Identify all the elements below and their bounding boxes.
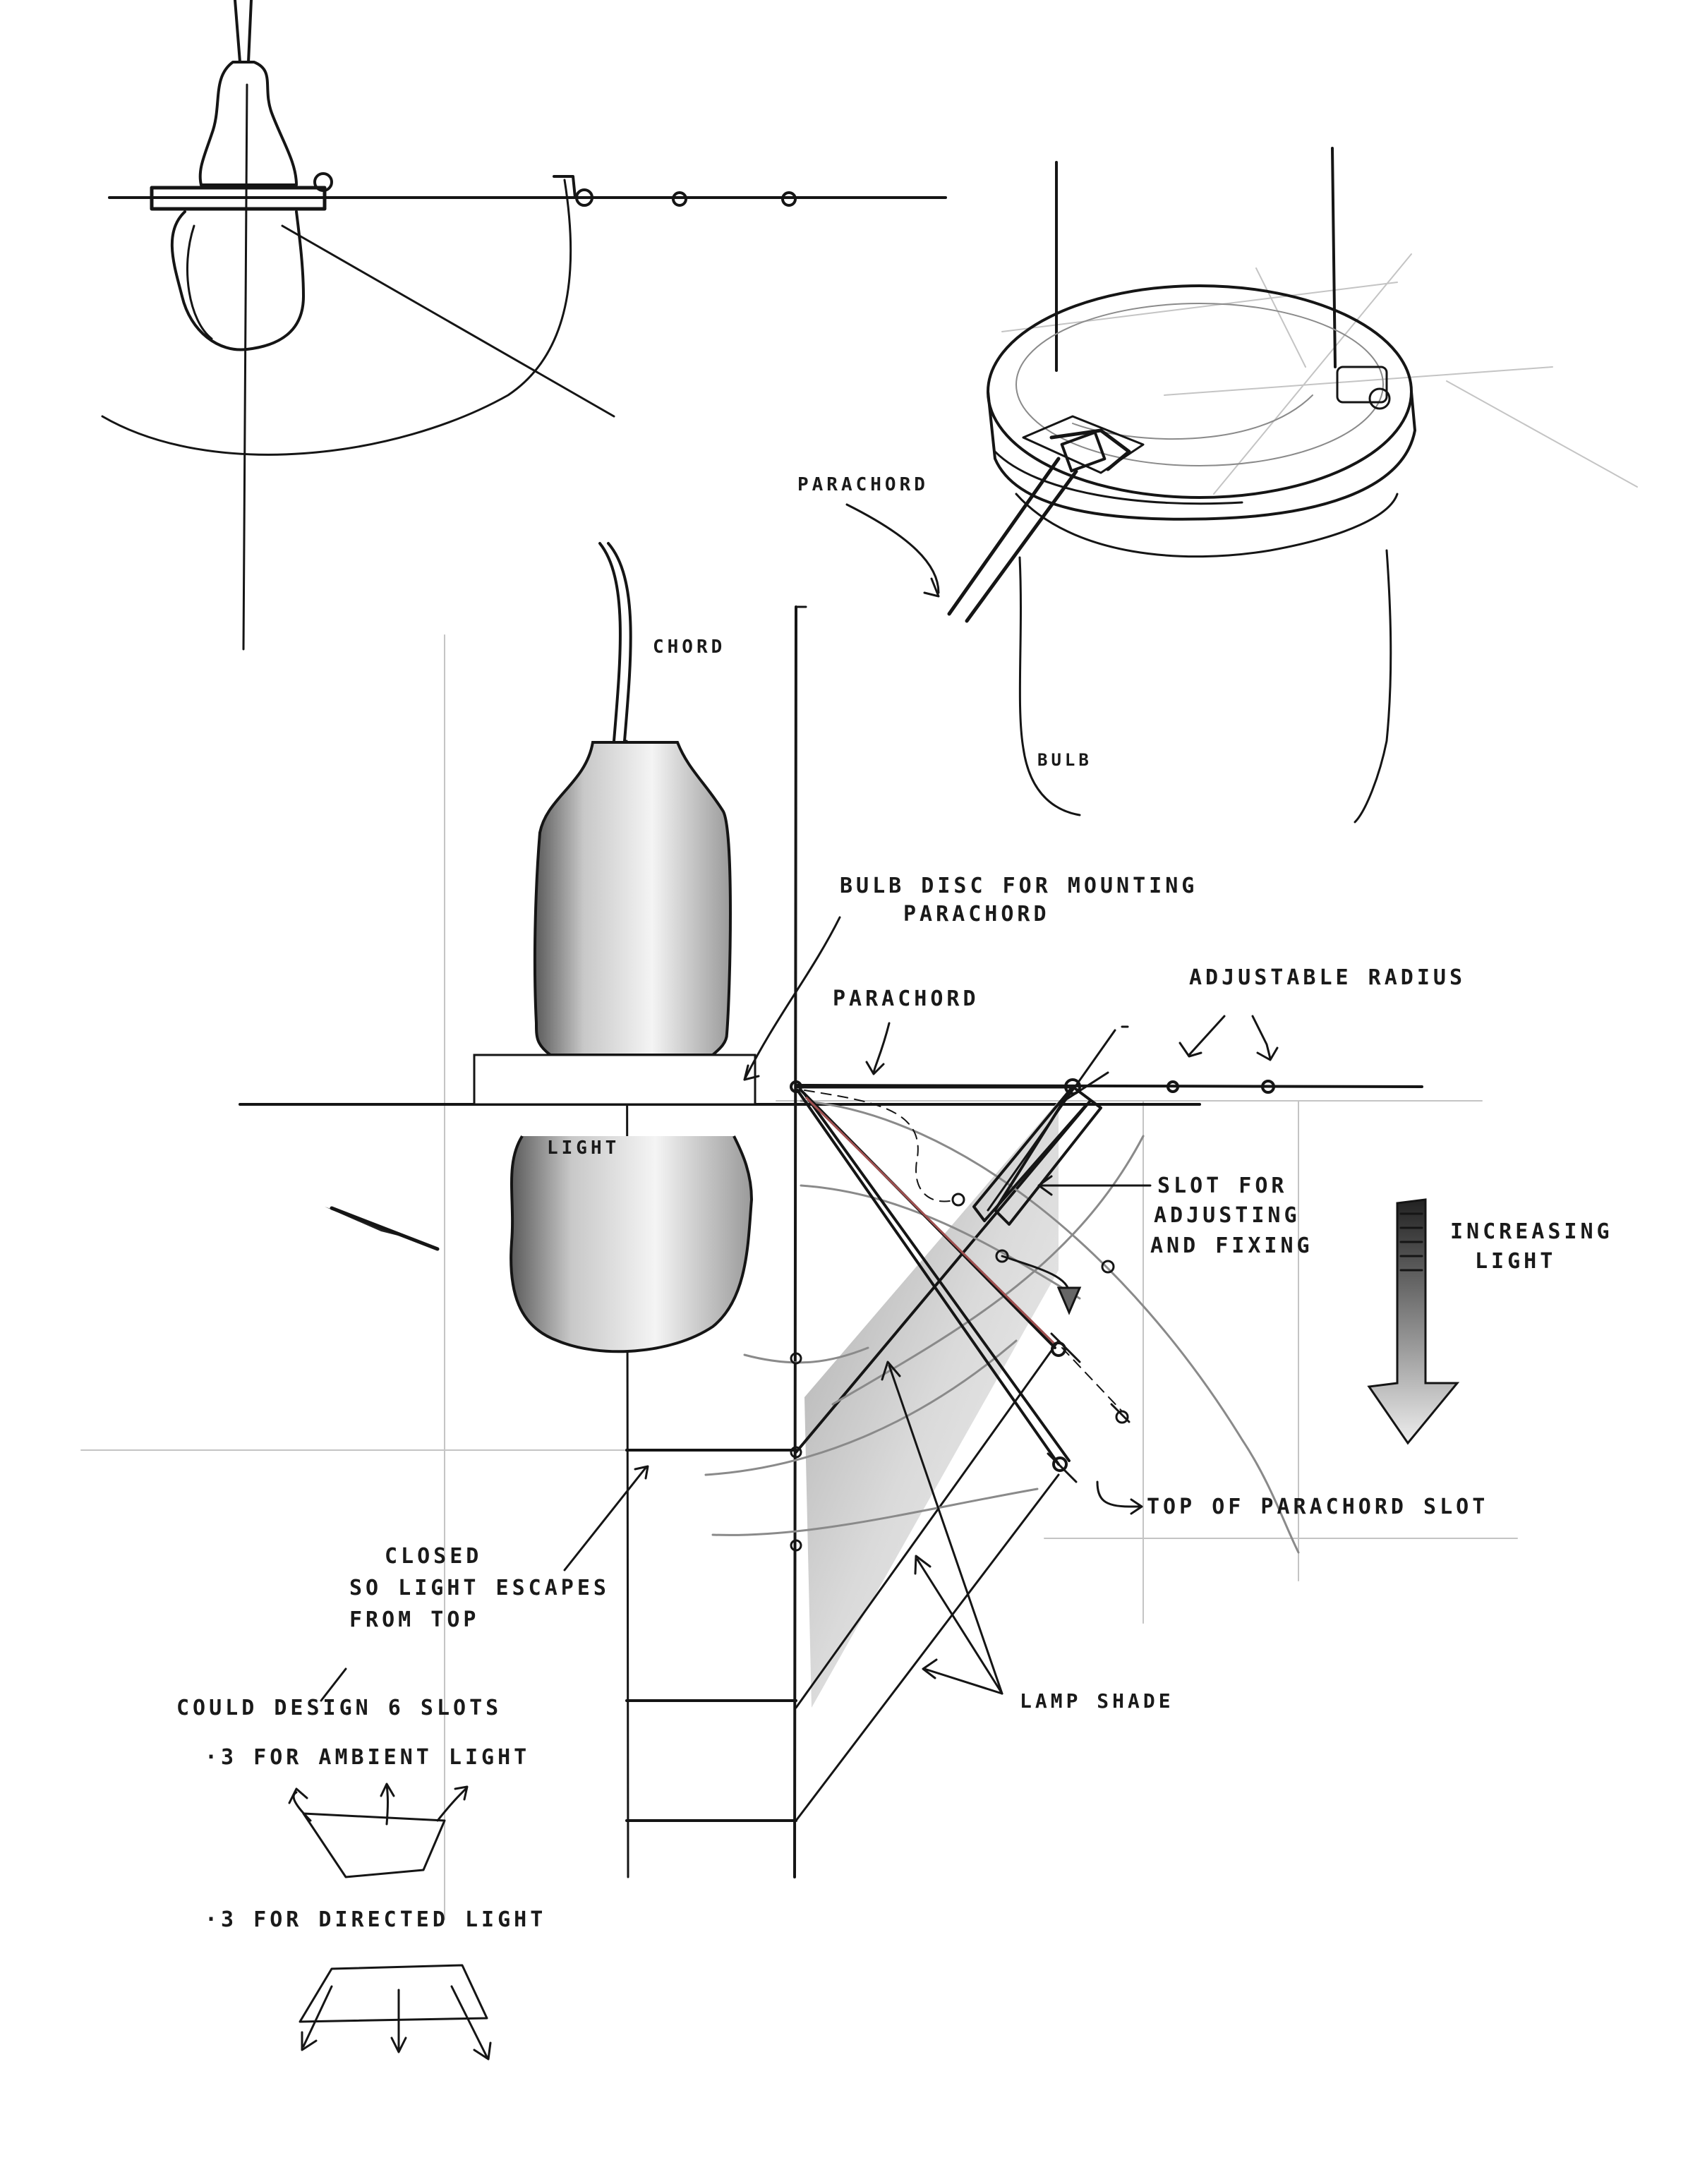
label-increasing-line2: LIGHT (1475, 1249, 1556, 1274)
top-right-sketch (845, 147, 1638, 823)
label-parachord-top: PARACHORD (797, 474, 929, 495)
top-left-sketch (101, 0, 947, 651)
label-directed: ·3 FOR DIRECTED LIGHT (205, 1907, 546, 1932)
label-bulb-top: BULB (1037, 750, 1092, 770)
label-light: LIGHT (547, 1138, 620, 1159)
label-slot-line2: ADJUSTING (1154, 1203, 1301, 1228)
label-top-of-parachord-slot: TOP OF PARACHORD SLOT (1147, 1495, 1488, 1519)
label-increasing-line1: INCREASING (1450, 1219, 1613, 1244)
label-chord: CHORD (653, 637, 725, 658)
label-could-design: COULD DESIGN 6 SLOTS (176, 1696, 502, 1720)
main-diagram (80, 542, 1518, 2061)
label-slot-line3: AND FIXING (1150, 1233, 1313, 1258)
label-closed-line2: SO LIGHT ESCAPES (349, 1576, 610, 1600)
label-slot-line1: SLOT FOR (1157, 1174, 1288, 1198)
label-ambient: ·3 FOR AMBIENT LIGHT (205, 1745, 530, 1770)
label-bulb-disc-line2: PARACHORD (903, 902, 1050, 927)
label-bulb-disc-line1: BULB DISC FOR MOUNTING (840, 874, 1198, 898)
label-adjustable-radius: ADJUSTABLE RADIUS (1189, 965, 1466, 990)
label-parachord-main: PARACHORD (833, 987, 979, 1011)
label-closed-line3: FROM TOP (349, 1607, 480, 1632)
label-lamp-shade: LAMP SHADE (1020, 1689, 1174, 1713)
label-closed-line1: CLOSED (385, 1544, 482, 1569)
